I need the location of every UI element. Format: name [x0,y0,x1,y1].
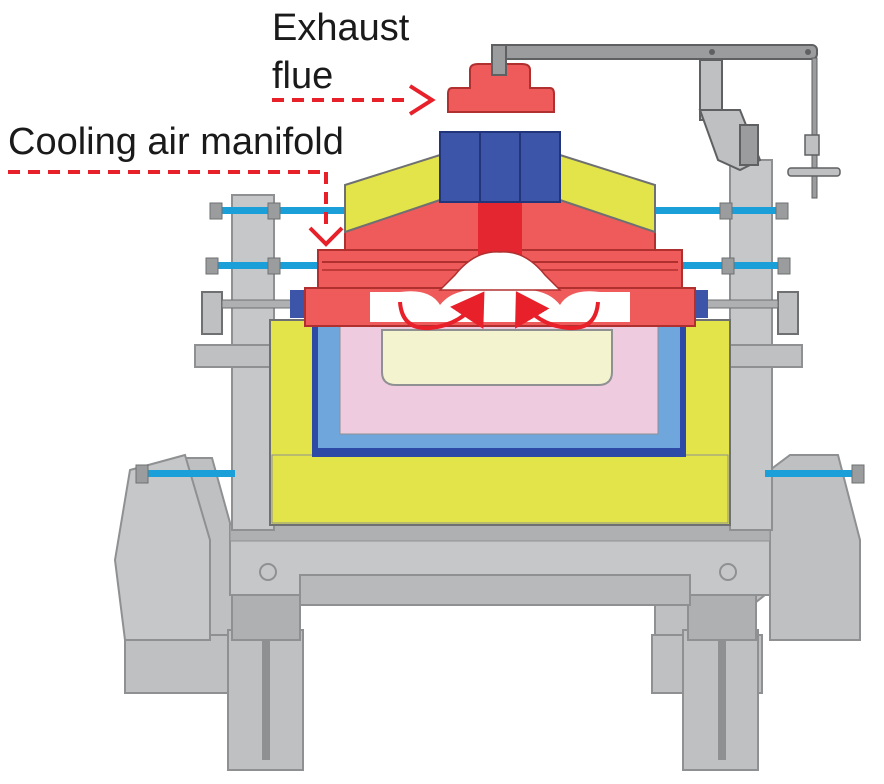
exhaust-cap [447,63,555,113]
exhaust-flue-label-line2: flue [272,55,334,97]
left-outer-bracket [113,453,211,641]
exhaust-flue-label-line1: Exhaust [272,7,410,49]
lever-arm [491,44,841,199]
flue-blocks [439,131,561,203]
cooling-callout [8,170,344,247]
right-column [729,159,803,531]
exhaust-callout [272,84,436,116]
lower-lid [304,287,696,327]
base-frame [229,524,771,606]
upper-lid [317,189,683,291]
tie-rods [135,202,865,484]
cooling-air-manifold-label: Cooling air manifold [8,121,344,163]
left-column [194,194,276,531]
glass-sheet [381,329,613,386]
airflow-arrows[interactable] [398,291,600,331]
